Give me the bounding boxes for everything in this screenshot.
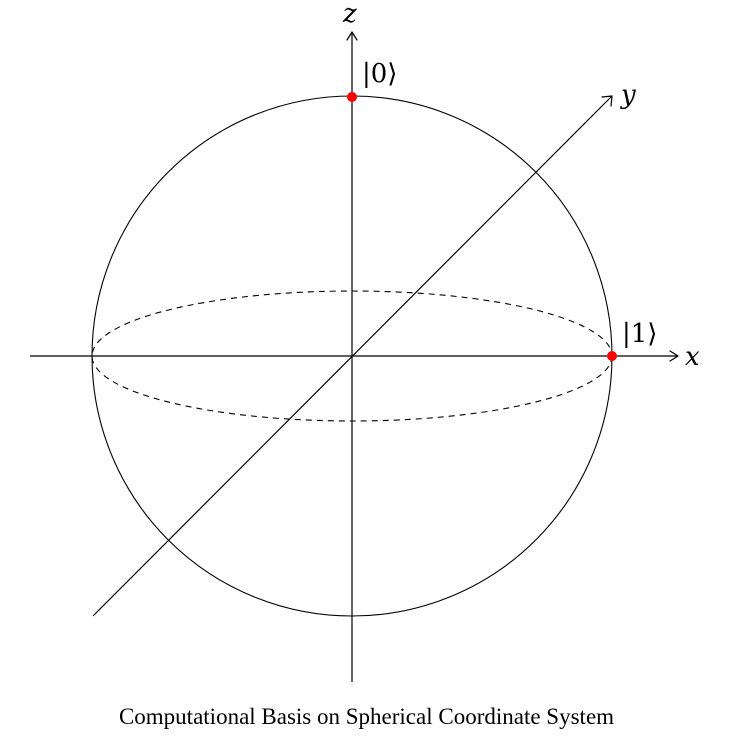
bloch-sphere-diagram: x y z |0⟩ |1⟩ xyxy=(30,0,700,682)
x-axis-label: x xyxy=(685,342,700,372)
x-axis-arrowhead xyxy=(669,350,679,362)
state-one-label: |1⟩ xyxy=(622,319,657,349)
state-one-point xyxy=(607,351,617,361)
y-axis-arrowhead xyxy=(601,95,613,107)
state-zero-label: |0⟩ xyxy=(362,59,397,89)
figure-caption: Computational Basis on Spherical Coordin… xyxy=(118,704,615,729)
z-axis-label: z xyxy=(342,0,357,29)
state-zero-point xyxy=(347,92,357,102)
y-axis-label: y xyxy=(620,80,636,110)
z-axis-arrowhead xyxy=(346,31,358,41)
y-axis xyxy=(92,95,613,617)
